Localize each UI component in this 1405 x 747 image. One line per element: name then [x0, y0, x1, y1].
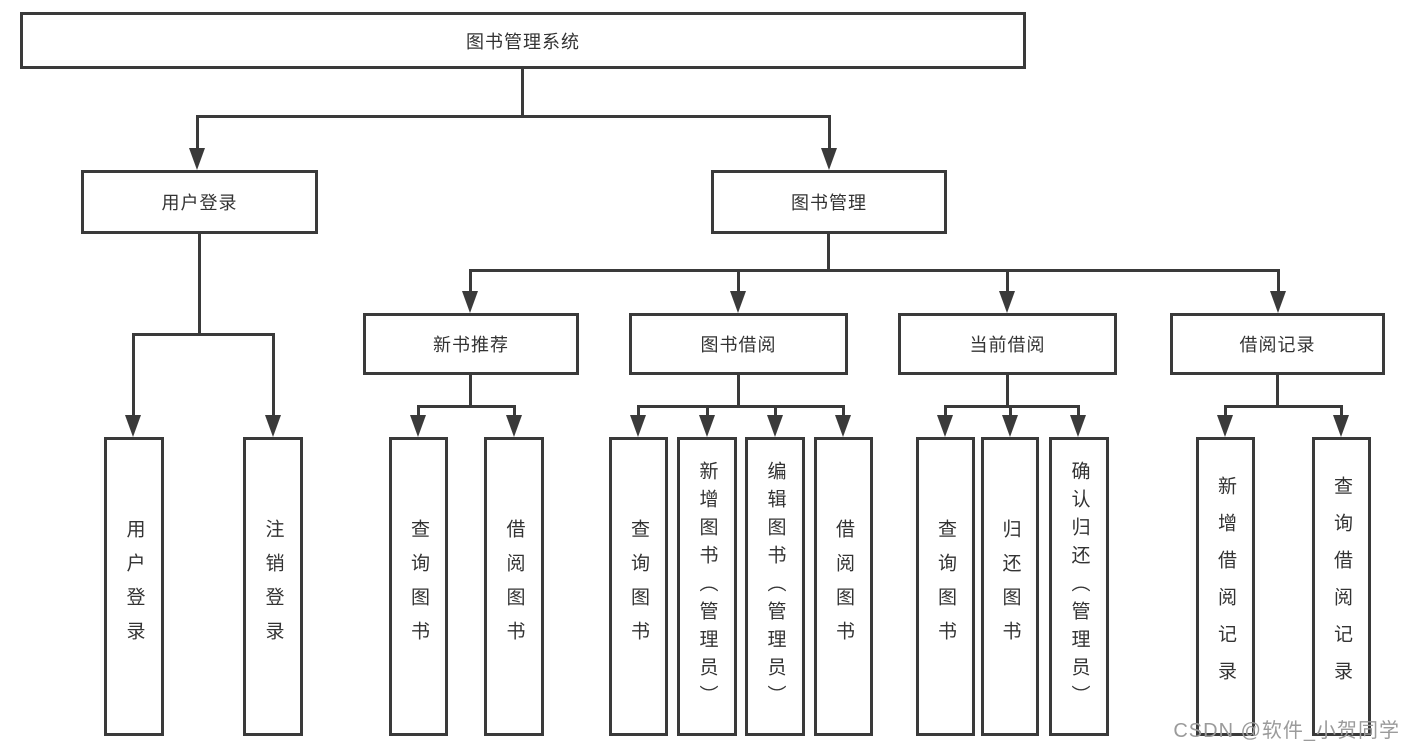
leaf-edit-books-admin: 编辑图书（管理员）: [745, 437, 805, 736]
leaf-logout: 注销登录: [243, 437, 303, 736]
leaf-label: 借阅图书: [833, 518, 854, 655]
arrow-head: [630, 415, 646, 437]
connector-line: [417, 405, 516, 408]
connector-line: [944, 405, 1080, 408]
arrow-head: [125, 415, 141, 437]
leaf-label: 注销登录: [262, 518, 284, 655]
node-label: 借阅记录: [1239, 335, 1316, 355]
connector-line: [827, 234, 830, 272]
connector-line: [1224, 405, 1343, 408]
arrow-head: [699, 415, 715, 437]
arrow-head: [1002, 415, 1018, 437]
connector-line: [637, 405, 640, 417]
connector-line: [944, 405, 947, 417]
arrow-head: [410, 415, 426, 437]
leaf-add-borrow-record: 新增借阅记录: [1196, 437, 1255, 736]
arrow-head: [767, 415, 783, 437]
leaf-label: 借阅图书: [503, 518, 525, 655]
arrow-head: [265, 415, 281, 437]
arrow-head: [937, 415, 953, 437]
leaf-borrow-books-recommend: 借阅图书: [484, 437, 544, 736]
leaf-label: 查询图书: [935, 518, 956, 655]
leaf-user-login: 用户登录: [104, 437, 164, 736]
node-book-management: 图书管理: [711, 170, 947, 234]
connector-line: [1006, 269, 1009, 293]
leaf-query-books-current: 查询图书: [916, 437, 975, 736]
connector-line: [132, 333, 135, 417]
connector-line: [1006, 375, 1009, 408]
connector-line: [1277, 269, 1280, 293]
node-user-login: 用户登录: [81, 170, 318, 234]
csdn-watermark: CSDN @软件_小贺同学: [1173, 720, 1400, 742]
connector-line: [774, 405, 777, 417]
leaf-label: 查询图书: [408, 518, 429, 655]
node-label: 图书借阅: [700, 335, 777, 355]
arrow-head: [1070, 415, 1086, 437]
leaf-label: 查询图书: [628, 518, 649, 655]
arrow-head: [1270, 291, 1286, 313]
leaf-label: 用户登录: [123, 518, 145, 655]
arrow-head: [730, 291, 746, 313]
leaf-label: 编辑图书（管理员）: [764, 460, 786, 713]
arrow-head: [1217, 415, 1233, 437]
leaf-label: 确认归还（管理员）: [1068, 460, 1090, 713]
connector-line: [706, 405, 709, 417]
arrow-head: [506, 415, 522, 437]
connector-line: [1077, 405, 1080, 417]
leaf-label: 新增图书（管理员）: [696, 460, 718, 713]
connector-line: [469, 269, 472, 293]
arrow-head: [462, 291, 478, 313]
node-borrow-records: 借阅记录: [1170, 313, 1385, 375]
leaf-borrow-books: 借阅图书: [814, 437, 873, 736]
leaf-return-books: 归还图书: [981, 437, 1039, 736]
connector-line: [132, 333, 275, 336]
leaf-label: 查询借阅记录: [1331, 475, 1352, 698]
node-current-borrow: 当前借阅: [898, 313, 1117, 375]
connector-line: [637, 405, 845, 408]
connector-line: [417, 405, 420, 417]
leaf-label: 归还图书: [999, 518, 1021, 655]
connector-line: [842, 405, 845, 417]
leaf-query-books-borrow: 查询图书: [609, 437, 668, 736]
connector-line: [828, 115, 831, 149]
connector-line: [1340, 405, 1343, 417]
connector-line: [737, 375, 740, 408]
connector-line: [521, 69, 524, 117]
leaf-add-books-admin: 新增图书（管理员）: [677, 437, 737, 736]
node-library-system: 图书管理系统: [20, 12, 1026, 69]
connector-line: [196, 115, 199, 149]
arrow-head: [189, 148, 205, 170]
node-label: 图书管理: [791, 193, 867, 213]
arrow-head: [835, 415, 851, 437]
arrow-head: [1333, 415, 1349, 437]
connector-line: [1276, 375, 1279, 408]
connector-line: [272, 333, 275, 417]
node-label: 新书推荐: [433, 335, 509, 355]
arrow-head: [821, 148, 837, 170]
connector-line: [196, 115, 831, 118]
connector-line: [737, 269, 740, 293]
node-label: 当前借阅: [969, 335, 1046, 355]
node-new-book-recommend: 新书推荐: [363, 313, 579, 375]
connector-line: [513, 405, 516, 417]
leaf-query-borrow-record: 查询借阅记录: [1312, 437, 1371, 736]
leaf-label: 新增借阅记录: [1215, 475, 1236, 698]
node-book-borrow: 图书借阅: [629, 313, 848, 375]
arrow-head: [999, 291, 1015, 313]
connector-line: [469, 375, 472, 408]
connector-line: [198, 234, 201, 335]
connector-line: [469, 269, 1280, 272]
node-label: 用户登录: [161, 193, 238, 213]
connector-line: [1224, 405, 1227, 417]
node-label: 图书管理系统: [466, 31, 580, 52]
leaf-confirm-return-admin: 确认归还（管理员）: [1049, 437, 1109, 736]
leaf-query-books-recommend: 查询图书: [389, 437, 448, 736]
connector-line: [1009, 405, 1012, 417]
